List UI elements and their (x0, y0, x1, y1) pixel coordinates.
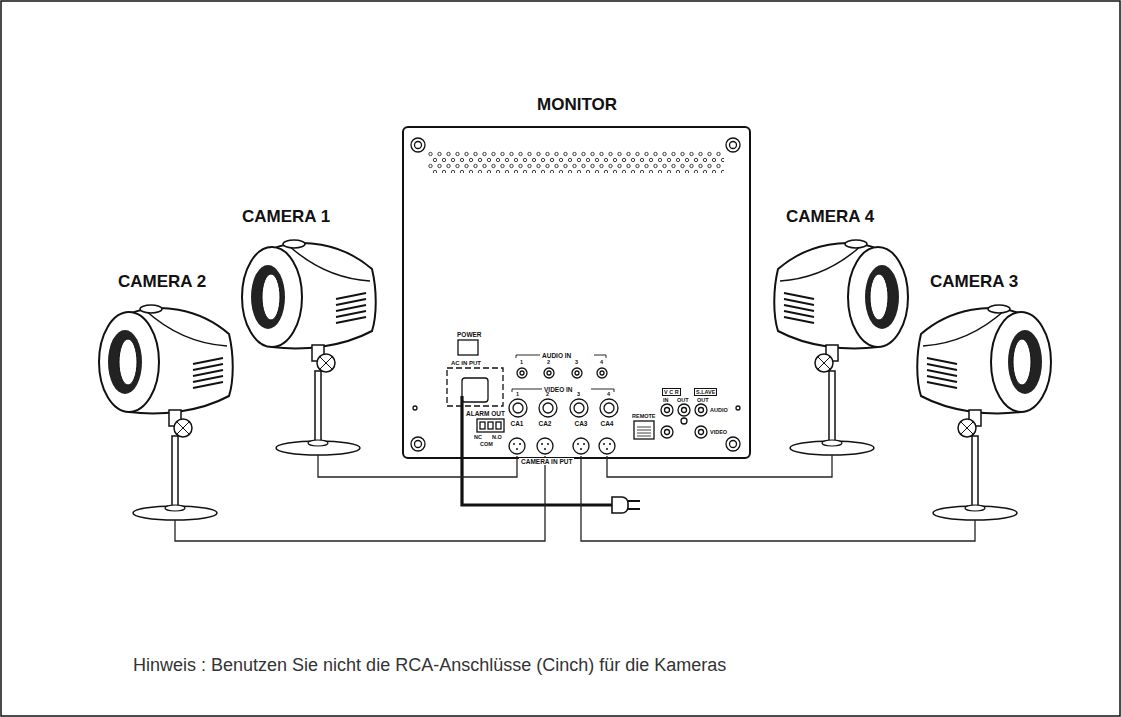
monitor-panel: MONITOR CA1CA2 CA3CA4 (403, 95, 751, 459)
panel-label: VIDEO (710, 429, 727, 435)
panel-label: 3 (577, 391, 580, 397)
panel-label: 1 (520, 359, 523, 365)
panel-label: 1 (516, 391, 519, 397)
panel-label: OUT (677, 397, 689, 403)
camera-unit: CAMERA 4 (752, 207, 912, 455)
panel-label: REMOTE (632, 413, 656, 419)
panel-label: 3 (575, 359, 578, 365)
camera-port: CA1 (504, 416, 530, 456)
panel-label: 2 (546, 391, 549, 397)
panel-label: CAMERA IN PUT (519, 458, 574, 465)
unit-heading: MONITOR (403, 95, 751, 115)
camera-cable (607, 455, 832, 477)
port-label: CA2 (532, 416, 558, 427)
unit-heading: CAMERA 3 (895, 272, 1055, 292)
camera-cable (581, 456, 975, 541)
camera-cable (318, 455, 517, 477)
panel-label: COM (480, 441, 493, 447)
panel-label: AUDIO (710, 407, 728, 413)
camera-port: CA2 (532, 416, 558, 456)
camera-unit: CAMERA 1 (238, 207, 398, 455)
panel-label: OUT (697, 397, 709, 403)
port-label: CA1 (504, 416, 530, 427)
camera-unit: CAMERA 3 (895, 272, 1055, 520)
unit-heading: CAMERA 1 (238, 207, 398, 227)
caption-note: Hinweis : Benutzen Sie nicht die RCA-Ans… (133, 655, 726, 676)
camera-port: CA3 (568, 416, 594, 456)
panel-label: AUDIO IN (542, 352, 571, 359)
port-label: CA4 (594, 416, 620, 427)
panel-label: N.O (492, 434, 502, 440)
panel-label: NC (474, 434, 482, 440)
panel-label: POWER (457, 331, 482, 338)
camera-port: CA4 (594, 416, 620, 456)
unit-heading: CAMERA 2 (95, 272, 255, 292)
unit-heading: CAMERA 4 (752, 207, 912, 227)
panel-label: 4 (600, 359, 603, 365)
panel-label: AC IN PUT (451, 360, 481, 367)
panel-label: IN (663, 397, 669, 403)
camera-unit: CAMERA 2 (95, 272, 255, 520)
camera-cable (175, 456, 545, 541)
panel-label: 4 (607, 391, 610, 397)
panel-label: ALARM OUT (466, 410, 505, 417)
port-label: CA3 (568, 416, 594, 427)
panel-label: S.LAVE (694, 388, 717, 396)
panel-label: 2 (547, 359, 550, 365)
panel-label: V C R (662, 388, 681, 396)
